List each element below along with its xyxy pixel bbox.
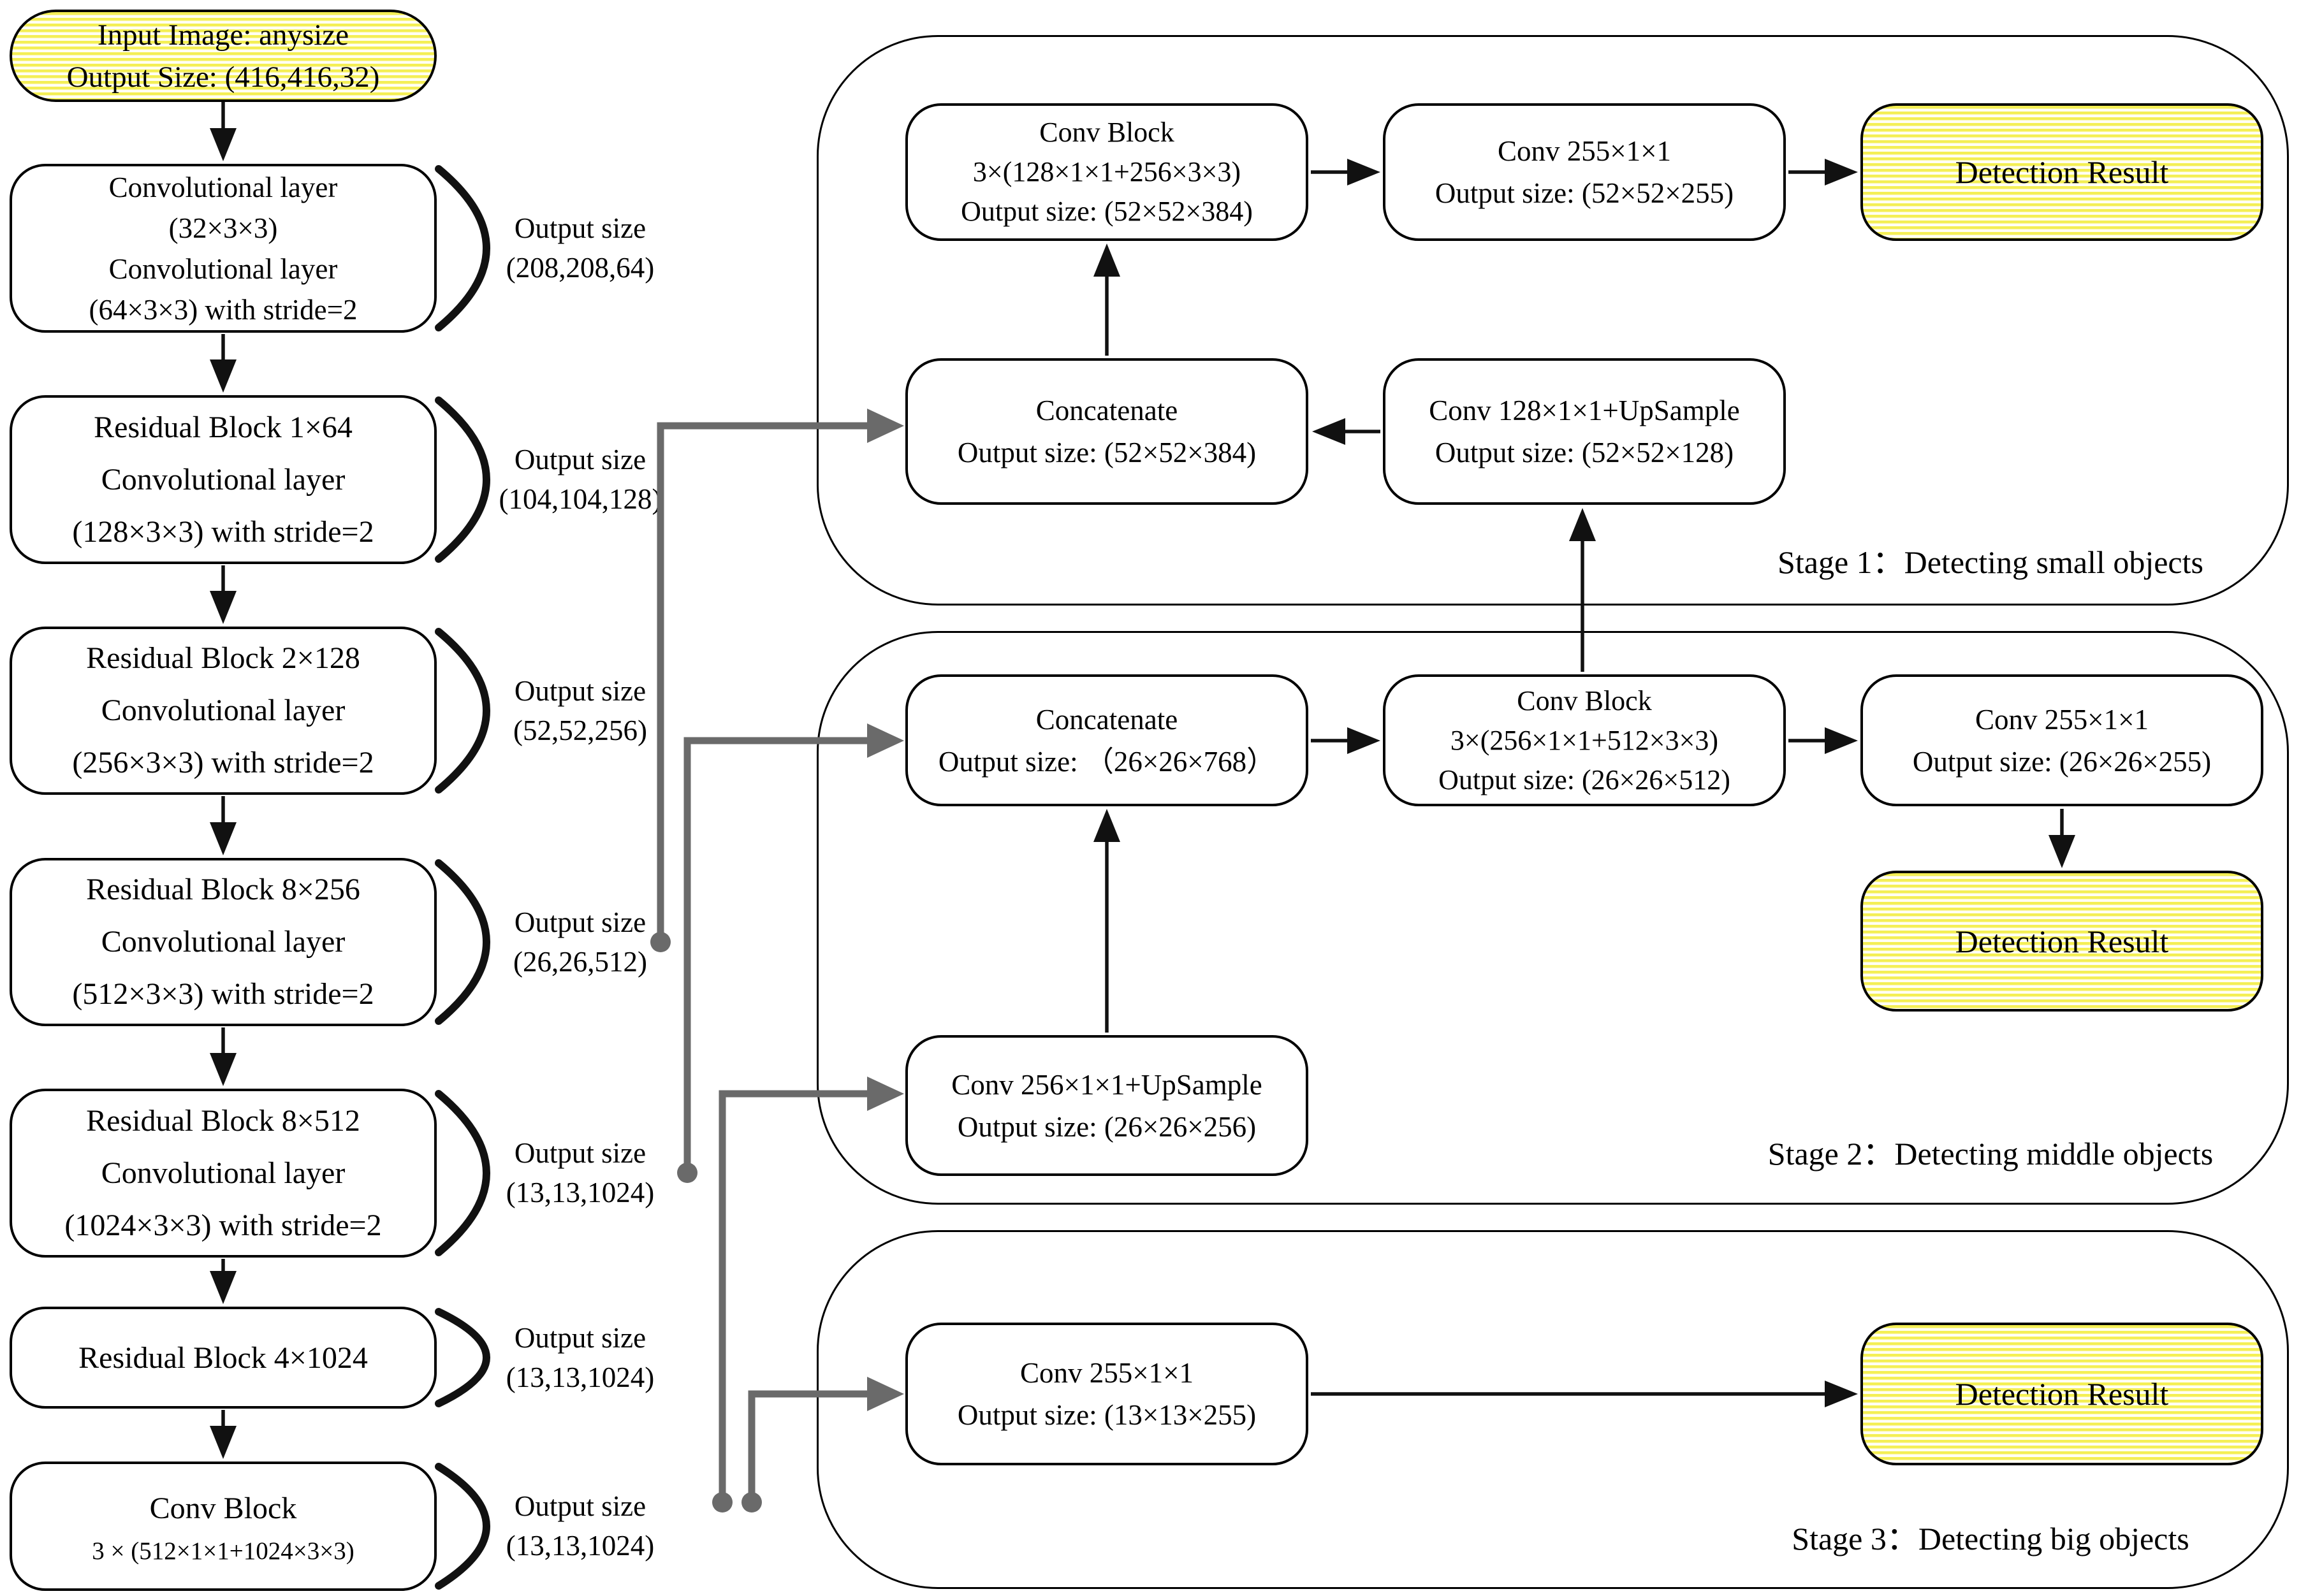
stage3-conv255-box: Conv 255×1×1 Output size: (13×13×255) (905, 1323, 1308, 1465)
label-line: (13,13,1024) (506, 1530, 655, 1562)
box-text-line: Convolutional layer (101, 693, 346, 727)
box-text-line: Convolutional layer (108, 171, 338, 203)
box-text-line: (64×3×3) with stride=2 (89, 293, 358, 326)
box-text-line: Residual Block 8×512 (86, 1103, 360, 1138)
flow-arrow-head (210, 128, 237, 161)
box-text-line: Residual Block 8×256 (86, 873, 360, 906)
box-text-line: Detection Result (1955, 154, 2169, 190)
output-size-label: Output size (208,208,64) (465, 208, 695, 287)
stage1-conv255-box: Conv 255×1×1 Output size: (52×52×255) (1383, 103, 1786, 241)
label-line: Output size (514, 444, 646, 475)
backbone-box-conv-block: Conv Block 3 × (512×1×1+1024×3×3) (10, 1462, 437, 1591)
flow-arrow-head (210, 591, 237, 624)
backbone-box-residual-4x1024: Residual Block 4×1024 (10, 1307, 437, 1409)
box-text-line: Conv 255×1×1 (1975, 703, 2149, 736)
backbone-box-conv-layers: Convolutional layer (32×3×3) Convolution… (10, 164, 437, 333)
box-text-line: Conv Block (1039, 117, 1174, 148)
box-text-line: Output size: (52×52×128) (1435, 437, 1734, 468)
label-line: (52,52,256) (513, 715, 647, 746)
stage1-upsample-box: Conv 128×1×1+UpSample Output size: (52×5… (1383, 358, 1786, 505)
box-text-line: Output size: (52×52×255) (1435, 177, 1734, 209)
box-text-line: Residual Block 2×128 (86, 641, 360, 675)
label-line: Output size (514, 1490, 646, 1522)
flow-arrow-head (210, 359, 237, 393)
box-text-line: Output size: （26×26×768） (938, 745, 1276, 778)
box-text-line: Detection Result (1955, 1376, 2169, 1412)
tap-dot (712, 1492, 733, 1513)
stage1-conv-block-box: Conv Block 3×(128×1×1+256×3×3) Output si… (905, 103, 1308, 241)
box-text-line: Conv 256×1×1+UpSample (951, 1068, 1262, 1101)
box-text-line: Convolutional layer (108, 252, 338, 285)
stage1-concatenate-box: Concatenate Output size: (52×52×384) (905, 358, 1308, 505)
box-text-line: (32×3×3) (168, 212, 278, 244)
box-text-line: Output size: (26×26×512) (1438, 764, 1730, 795)
backbone-box-residual-8x512: Residual Block 8×512 Convolutional layer… (10, 1089, 437, 1258)
box-text-line: Residual Block 1×64 (94, 410, 353, 444)
stage2-label: Stage 2：Detecting middle objects (1767, 1136, 2214, 1172)
output-size-label: Output size (52,52,256) (465, 671, 695, 750)
box-text-line: Output size: (52×52×384) (961, 196, 1253, 227)
label-line: (26,26,512) (513, 946, 647, 978)
box-text-line: Concatenate (1035, 703, 1178, 736)
box-text-line: (512×3×3) with stride=2 (72, 977, 374, 1011)
stage2-concatenate-box: Concatenate Output size: （26×26×768） (905, 674, 1308, 806)
label-line: (13,13,1024) (506, 1177, 655, 1208)
stage3-detection-result-box: Detection Result (1860, 1323, 2263, 1465)
box-text-line: Output size: (52×52×384) (957, 437, 1257, 468)
backbone-box-residual-8x256: Residual Block 8×256 Convolutional layer… (10, 858, 437, 1026)
backbone-input-box: Input Image: anysize Output Size: (416,4… (10, 10, 437, 102)
box-text-line: Output size: (26×26×256) (957, 1110, 1257, 1143)
label-line: (104,104,128) (499, 483, 662, 515)
label-line: Output size (514, 675, 646, 707)
label-line: Output size (514, 1322, 646, 1354)
box-text-line: Conv Block (1517, 685, 1652, 716)
box-text-line: 3×(256×1×1+512×3×3) (1450, 724, 1719, 756)
stage1-label: Stage 1：Detecting small objects (1778, 544, 2203, 580)
label-line: (13,13,1024) (506, 1361, 655, 1393)
flow-arrow-head (210, 822, 237, 855)
box-text-line: Conv 255×1×1 (1019, 1357, 1194, 1389)
stage2-conv255-box: Conv 255×1×1 Output size: (26×26×255) (1860, 674, 2263, 806)
stage2-upsample-box: Conv 256×1×1+UpSample Output size: (26×2… (905, 1035, 1308, 1176)
output-size-label: Output size (13,13,1024) (465, 1486, 695, 1565)
stage2-conv-block-box: Conv Block 3×(256×1×1+512×3×3) Output si… (1383, 674, 1786, 806)
box-text-line: (128×3×3) with stride=2 (72, 514, 374, 549)
box-text-line: Output size: (13×13×255) (957, 1399, 1257, 1431)
label-line: (208,208,64) (506, 252, 655, 284)
box-text-line: Conv 255×1×1 (1497, 135, 1672, 167)
tap-dot (741, 1492, 762, 1513)
input-line: Input Image: anysize (97, 18, 349, 52)
output-size-label: Output size (13,13,1024) (465, 1318, 695, 1397)
stage1-detection-result-box: Detection Result (1860, 103, 2263, 241)
label-line: Output size (514, 212, 646, 244)
label-line: Output size (514, 906, 646, 938)
stage3-label: Stage 3：Detecting big objects (1792, 1521, 2189, 1556)
output-size-label: Output size (13,13,1024) (465, 1133, 695, 1212)
box-text-line: Conv Block (149, 1491, 297, 1525)
flow-arrow-head (210, 1271, 237, 1304)
label-line: Output size (514, 1137, 646, 1169)
flow-arrow-head (210, 1053, 237, 1086)
box-text-line: (256×3×3) with stride=2 (72, 746, 374, 780)
box-text-line: Detection Result (1955, 923, 2169, 959)
output-size-label: Output size (104,104,128) (465, 440, 695, 519)
box-text-line: Output size: (26×26×255) (1912, 745, 2212, 778)
box-text-line: Convolutional layer (101, 925, 346, 959)
backbone-box-residual-1x64: Residual Block 1×64 Convolutional layer … (10, 395, 437, 564)
input-line: Output Size: (416,416,32) (66, 60, 380, 94)
box-text-line: Concatenate (1035, 395, 1178, 426)
box-text-line: 3×(128×1×1+256×3×3) (972, 156, 1241, 187)
box-text-line: Conv 128×1×1+UpSample (1429, 395, 1740, 426)
box-text-line: Convolutional layer (101, 1156, 346, 1190)
box-text-line: 3 × (512×1×1+1024×3×3) (92, 1537, 354, 1565)
box-text-line: Residual Block 4×1024 (78, 1340, 368, 1375)
stage2-detection-result-box: Detection Result (1860, 871, 2263, 1012)
backbone-box-residual-2x128: Residual Block 2×128 Convolutional layer… (10, 627, 437, 795)
flow-arrow-head (210, 1426, 237, 1459)
box-text-line: Convolutional layer (101, 462, 346, 497)
output-size-label: Output size (26,26,512) (465, 903, 695, 982)
box-text-line: (1024×3×3) with stride=2 (64, 1208, 382, 1242)
